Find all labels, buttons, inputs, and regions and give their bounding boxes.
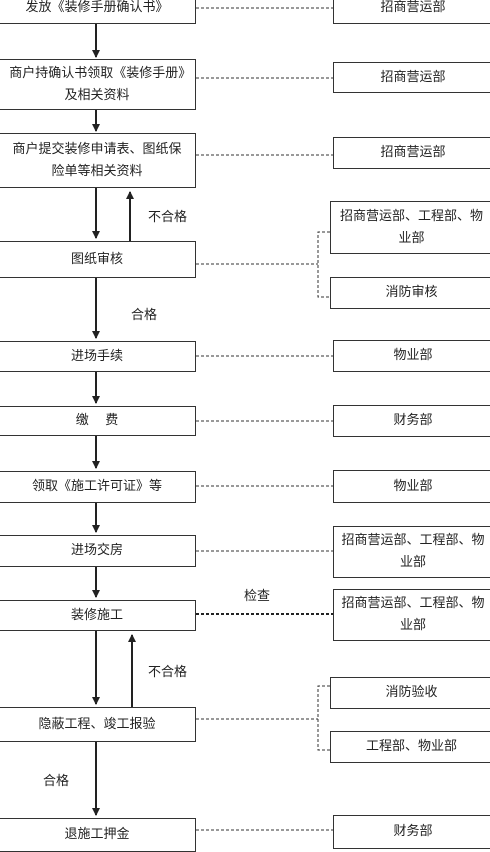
dept-box-3: 招商营运部: [333, 137, 490, 169]
dept-box-8: 招商营运部、工程部、物业部: [333, 526, 490, 578]
dept-box-2: 招商营运部: [333, 62, 490, 93]
step-payment: 缴 费: [0, 406, 196, 436]
bracket-row-4: [317, 231, 330, 298]
bracket-row-10: [317, 685, 330, 751]
step-drawing-review: 图纸审核: [0, 241, 196, 278]
dept-box-9: 招商营运部、工程部、物业部: [333, 589, 490, 641]
step-receive-manual: 商户持确认书领取《装修手册》及相关资料: [0, 59, 196, 110]
step-get-permit: 领取《施工许可证》等: [0, 471, 196, 503]
step-site-handover: 进场交房: [0, 535, 196, 567]
dept-box-6: 财务部: [333, 405, 490, 437]
label-fail-acceptance: 不合格: [148, 665, 188, 680]
step-issue-confirmation: 发放《装修手册确认书》: [0, 0, 196, 24]
step-hidden-works-inspection: 隐蔽工程、竣工报验: [0, 707, 196, 742]
dept-box-7: 物业部: [333, 470, 490, 503]
step-payment-label: 缴 费: [75, 413, 119, 428]
dept-box-10a: 消防验收: [330, 677, 490, 709]
dept-box-4b: 消防审核: [330, 277, 490, 309]
dept-box-4a: 招商营运部、工程部、物业部: [330, 201, 490, 254]
dept-box-10b: 工程部、物业部: [330, 731, 490, 763]
label-pass-acceptance: 合格: [43, 774, 70, 789]
dept-box-1: 招商营运部: [333, 0, 490, 24]
label-inspect: 检查: [244, 589, 271, 604]
dept-box-5: 物业部: [333, 340, 490, 372]
step-entry-procedures: 进场手续: [0, 341, 196, 372]
step-refund-deposit: 退施工押金: [0, 818, 196, 852]
dept-box-11: 财务部: [333, 815, 490, 849]
label-pass-drawing: 合格: [131, 308, 158, 323]
step-renovation: 装修施工: [0, 600, 196, 631]
step-submit-application: 商户提交装修申请表、图纸保险单等相关资料: [0, 133, 196, 188]
label-fail-drawing: 不合格: [148, 210, 188, 225]
